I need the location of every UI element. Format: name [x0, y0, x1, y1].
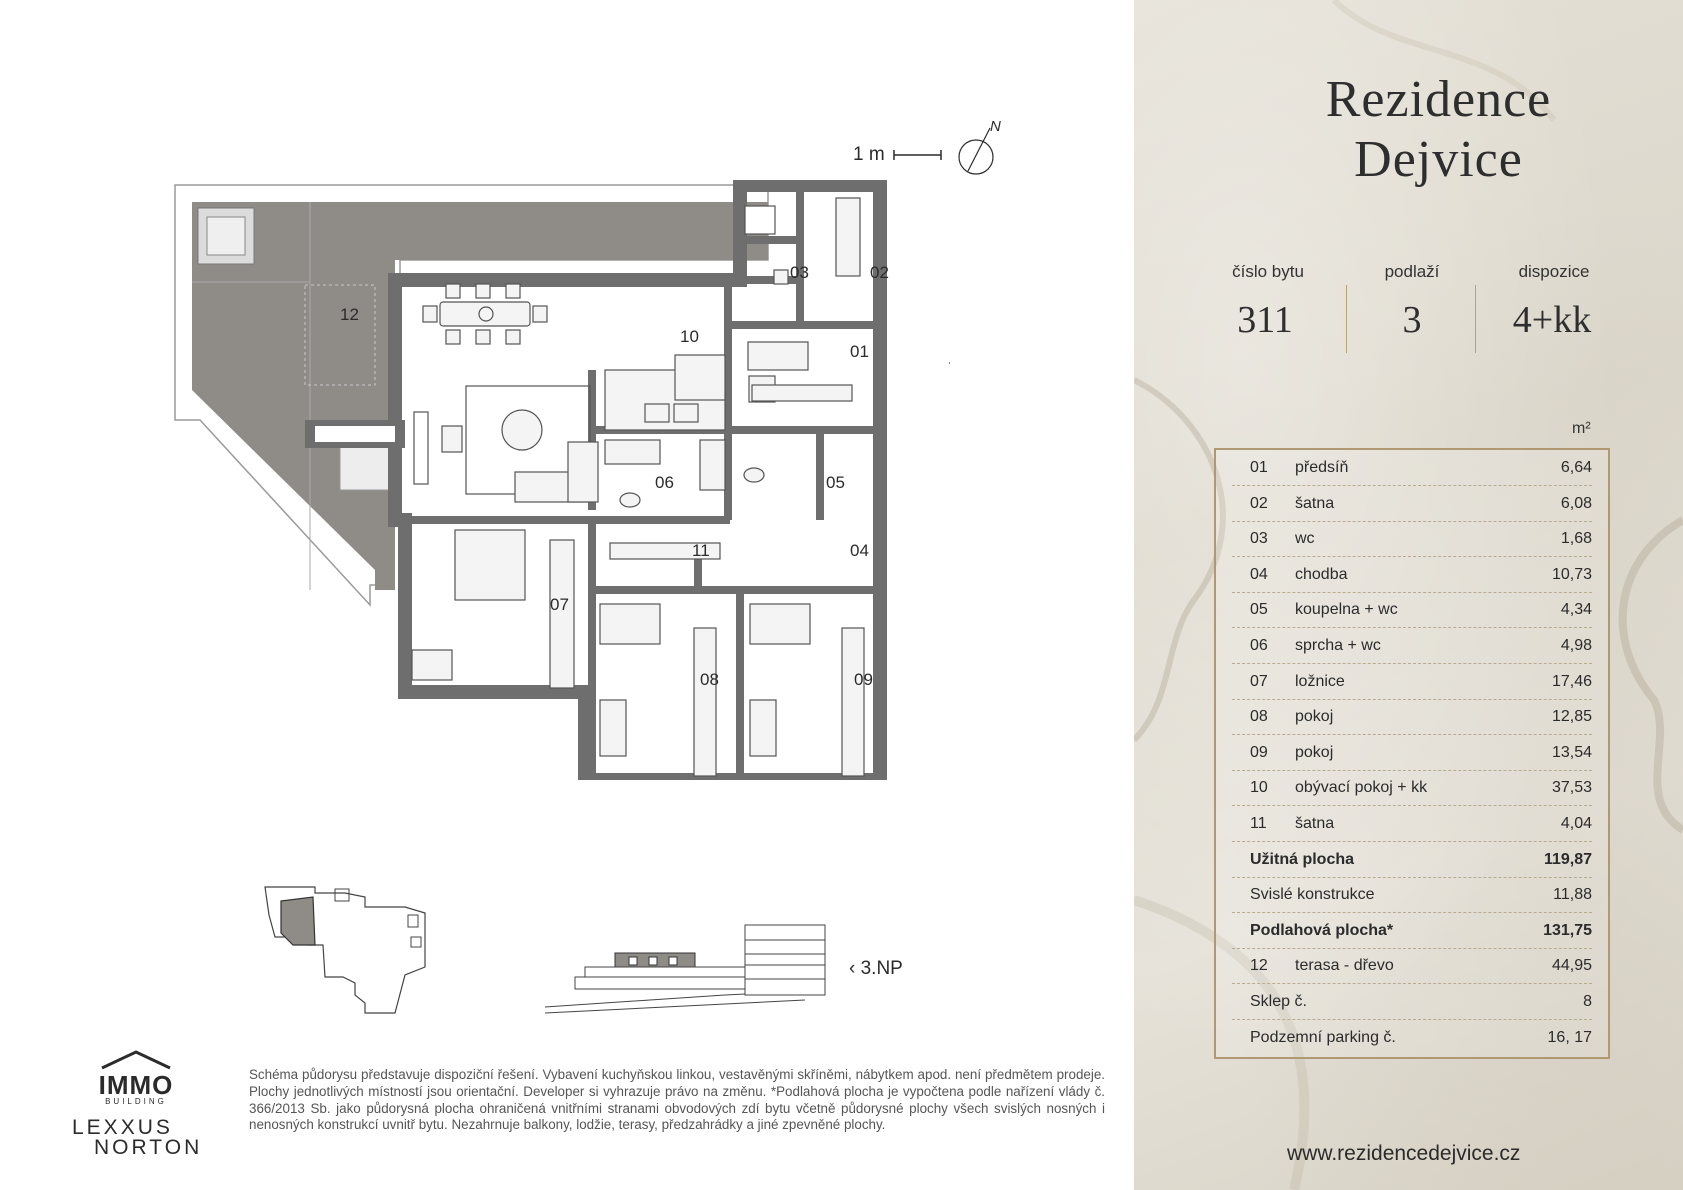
plan-label-11: 11	[692, 541, 710, 560]
floor-plan: 01 02 03 04 05 06 07 08 09 10 11 12	[174, 180, 950, 780]
room-labels: 01 02 03 04 05 06 07 08 09 10 11 12	[340, 263, 889, 689]
layout-label: dispozice	[1518, 262, 1590, 281]
kitchen-units	[604, 354, 726, 431]
terrace-wood	[192, 202, 768, 590]
floorplan-panel: 1 m N	[72, 118, 1105, 1159]
parking-row: Podzemní parking č.16, 17	[1250, 1028, 1592, 1046]
plan-label-05: 05	[826, 473, 845, 492]
plan-label-04: 04	[850, 541, 869, 560]
plan-label-12: 12	[340, 305, 359, 324]
building-elevation	[545, 924, 826, 1014]
marble-texture	[1134, 0, 1683, 1190]
brand-title-line1: Rezidence	[1325, 71, 1552, 128]
plan-label-08: 08	[700, 670, 719, 689]
floor-area-row: Podlahová plocha*131,75	[1232, 913, 1592, 949]
north-label: N	[990, 118, 1001, 135]
immo-logo: IMMO BUILDING	[88, 1048, 184, 1106]
floor-label: podlaží	[1384, 262, 1440, 281]
roof-icon	[101, 1050, 171, 1070]
website-link[interactable]: www.rezidencedejvice.cz	[1287, 1142, 1521, 1165]
beds-desks	[411, 529, 811, 757]
living-furniture	[413, 385, 599, 503]
plan-label-10: 10	[680, 327, 699, 346]
layout-value: 4+kk	[1512, 299, 1592, 341]
dining-set	[422, 283, 548, 345]
unit-label: m²	[1572, 420, 1591, 437]
plan-label-02: 02	[870, 263, 889, 282]
exterior-walls	[388, 180, 887, 780]
divider	[1475, 285, 1476, 353]
divider	[1346, 285, 1347, 353]
plan-label-06: 06	[655, 473, 674, 492]
site-plan	[264, 886, 426, 1014]
scale-label: 1 m	[853, 144, 885, 165]
brand-title-line2: Dejvice	[1354, 131, 1523, 188]
cellar-row: Sklep č.8	[1232, 984, 1592, 1020]
lexxus-norton-logo: LEXXUS NORTON	[72, 1116, 203, 1159]
floor-value: 3	[1402, 299, 1422, 341]
plan-label-09: 09	[854, 670, 873, 689]
floor-indicator: ‹ 3.NP	[849, 958, 903, 979]
plan-label-01: 01	[850, 342, 869, 361]
info-panel: Rezidence Dejvice číslo bytu podlaží dis…	[1134, 0, 1683, 1190]
apartment-number-value: 311	[1237, 299, 1293, 341]
plan-label-03: 03	[790, 263, 809, 282]
apartment-number-label: číslo bytu	[1232, 262, 1304, 281]
wardrobes	[549, 197, 865, 777]
north-arrow-icon: N	[893, 118, 1001, 175]
disclaimer-text: Schéma půdorysu představuje dispoziční ř…	[249, 1067, 1105, 1133]
plan-label-07: 07	[550, 595, 569, 614]
